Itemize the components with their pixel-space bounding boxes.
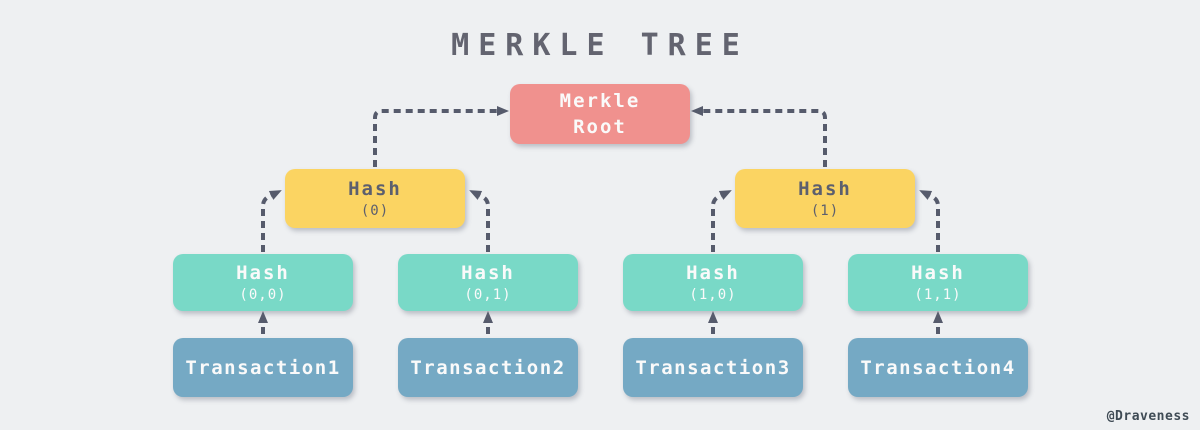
hash-0-index: (0): [360, 203, 390, 219]
node-hash-1: Hash (1): [735, 169, 915, 228]
node-hash-0-0: Hash (0,0): [173, 254, 353, 311]
node-transaction-4: Transaction4: [848, 338, 1028, 397]
hash-0-title: Hash: [348, 178, 402, 200]
node-hash-0-1: Hash (0,1): [398, 254, 578, 311]
hash-0-0-index: (0,0): [239, 287, 287, 303]
merkle-root-label-line2: Root: [573, 116, 627, 138]
node-hash-0: Hash (0): [285, 169, 465, 228]
hash-1-0-index: (1,0): [689, 287, 737, 303]
node-transaction-1: Transaction1: [173, 338, 353, 397]
hash-1-1-title: Hash: [911, 262, 965, 284]
edge-hash11-to-hash1-arrow: [919, 190, 940, 252]
hash-1-0-title: Hash: [686, 262, 740, 284]
edge-hash00-to-hash0-arrow: [261, 190, 282, 252]
node-hash-1-0: Hash (1,0): [623, 254, 803, 311]
node-transaction-2: Transaction2: [398, 338, 578, 397]
hash-1-index: (1): [810, 203, 840, 219]
edge-hash0-to-root-arrow: [373, 106, 509, 167]
hash-0-1-title: Hash: [461, 262, 515, 284]
merkle-root-label-line1: Merkle: [559, 90, 641, 112]
transaction-3-label: Transaction3: [635, 356, 791, 379]
node-transaction-3: Transaction3: [623, 338, 803, 397]
node-hash-1-1: Hash (1,1): [848, 254, 1028, 311]
edge-hash1-to-root-arrow: [691, 106, 827, 167]
hash-1-1-index: (1,1): [914, 287, 962, 303]
transaction-2-label: Transaction2: [410, 356, 566, 379]
hash-0-0-title: Hash: [236, 262, 290, 284]
node-merkle-root: Merkle Root: [510, 84, 690, 144]
author-watermark: @Draveness: [1106, 409, 1190, 424]
diagram-title: MERKLE TREE: [451, 28, 749, 63]
edge-hash01-to-hash0-arrow: [469, 190, 490, 252]
transaction-4-label: Transaction4: [860, 356, 1016, 379]
hash-1-title: Hash: [798, 178, 852, 200]
transaction-1-label: Transaction1: [185, 356, 341, 379]
edge-hash10-to-hash1-arrow: [711, 190, 732, 252]
hash-0-1-index: (0,1): [464, 287, 512, 303]
